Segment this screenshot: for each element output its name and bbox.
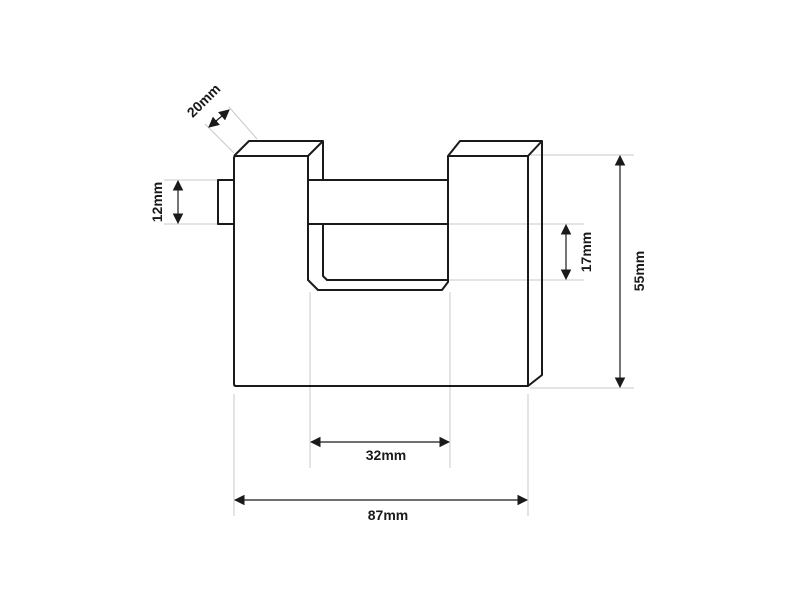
- dimension-label-body-width: 87mm: [368, 507, 408, 523]
- right-post-top: [447, 140, 543, 387]
- dimension-55mm: 55mm: [614, 154, 647, 389]
- dimension-label-body-height: 55mm: [631, 251, 647, 291]
- dimension-label-shackle-clearance: 17mm: [578, 232, 594, 272]
- dimension-20mm: 20mm: [183, 80, 230, 128]
- dimension-label-shackle-width: 32mm: [366, 447, 406, 463]
- dimension-17mm: 17mm: [560, 223, 594, 281]
- dimension-87mm: 87mm: [233, 494, 529, 523]
- body-front: [233, 155, 529, 387]
- dimension-label-pin-height: 12mm: [149, 182, 165, 222]
- dimension-12mm: 12mm: [149, 179, 184, 225]
- locking-pin: [217, 179, 235, 225]
- left-post-top: [233, 140, 324, 180]
- dimension-32mm: 32mm: [309, 436, 451, 463]
- dimension-label-depth: 20mm: [183, 80, 223, 120]
- padlock-outline: [217, 140, 543, 387]
- shackle-inner: [322, 224, 448, 281]
- shackle-bar: [308, 179, 448, 225]
